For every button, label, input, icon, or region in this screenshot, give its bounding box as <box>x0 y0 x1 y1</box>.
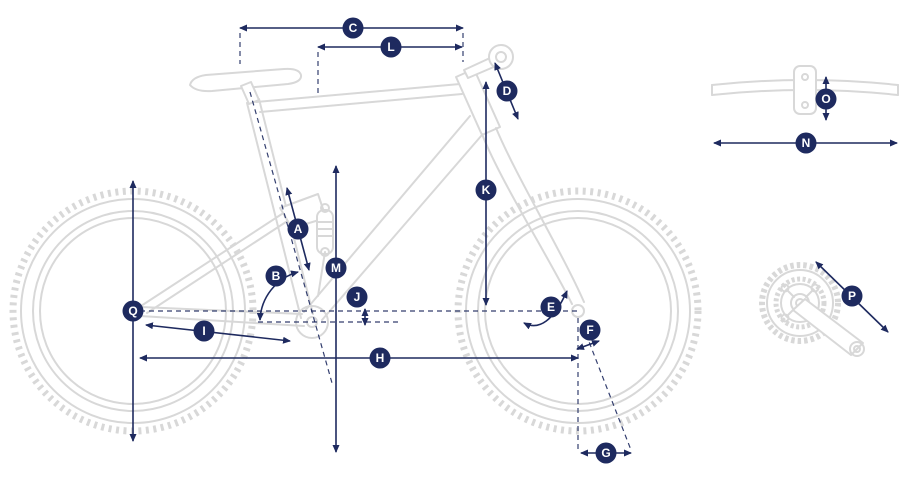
fork <box>481 127 585 305</box>
fork-blade-front-edge <box>495 127 585 303</box>
label-D: D <box>503 84 512 98</box>
measure-D: D <box>494 62 519 120</box>
down-tube-lower-edge <box>321 127 489 321</box>
label-N: N <box>802 136 811 150</box>
label-P: P <box>848 289 856 303</box>
measure-N: N <box>713 132 898 154</box>
spider-arms <box>787 290 813 316</box>
crankset-detail-view <box>759 262 865 357</box>
label-B-badge <box>265 265 287 287</box>
label-O: O <box>821 92 830 106</box>
shock-upper-mount <box>320 203 330 213</box>
chainring-bolt-sw <box>780 313 790 323</box>
stem-bolt-bottom <box>801 101 809 109</box>
label-C-badge <box>342 17 364 39</box>
label-B: B <box>272 269 281 283</box>
measure-M: M <box>325 165 347 453</box>
label-H: H <box>376 351 385 365</box>
label-L-badge <box>380 36 402 58</box>
label-E: E <box>547 300 555 314</box>
measure-F-arrow <box>576 340 600 350</box>
label-A: A <box>294 222 303 236</box>
measure-G: G <box>580 442 632 464</box>
steering-axis-ground-line <box>585 333 632 451</box>
fork-blade-rear-edge <box>481 133 573 305</box>
measure-I-arrow <box>145 322 291 344</box>
measure-K: K <box>475 81 497 306</box>
handlebar-top-view <box>711 65 899 115</box>
measurements: C L D K A B M <box>122 17 898 464</box>
label-C: C <box>349 21 358 35</box>
chainring-bolt-nw <box>780 283 790 293</box>
label-K: K <box>482 183 491 197</box>
label-J: J <box>354 290 361 304</box>
label-G: G <box>601 446 610 460</box>
label-Q-badge <box>122 300 144 322</box>
label-L: L <box>387 40 394 54</box>
seatstay-upper <box>140 209 289 307</box>
measure-O: O <box>815 76 837 121</box>
label-K-badge <box>475 179 497 201</box>
measure-B-arc <box>256 270 299 321</box>
stem-bolt-top <box>801 73 809 81</box>
measure-C: C <box>239 17 464 39</box>
label-I-badge <box>193 320 215 342</box>
measure-J: J <box>346 286 369 326</box>
measure-H: H <box>139 347 579 369</box>
front-tire-inner <box>465 198 691 424</box>
label-E-badge <box>540 296 562 318</box>
grip-end <box>488 44 514 70</box>
shock-coils <box>316 221 334 237</box>
label-Q: Q <box>128 304 137 318</box>
pedal-boss <box>849 341 865 357</box>
measure-E-arc <box>523 290 568 330</box>
label-F: F <box>586 323 593 337</box>
handlebar-end-caps <box>711 84 899 96</box>
seatstay-lower <box>146 215 296 314</box>
measure-B: B <box>256 265 299 321</box>
rear-suspension <box>279 193 334 297</box>
label-J-badge <box>346 286 368 308</box>
label-M-badge <box>325 257 347 279</box>
top-tube-lower-edge <box>259 93 463 113</box>
label-A-badge <box>287 218 309 240</box>
label-G-badge <box>595 442 617 464</box>
label-H-badge <box>369 347 391 369</box>
chainstay-lower <box>139 315 305 327</box>
measure-A: A <box>285 187 311 271</box>
bike-side-view <box>9 44 702 435</box>
pedal-axle <box>853 345 861 353</box>
stem-clamp <box>793 65 817 115</box>
measure-L: L <box>317 36 463 58</box>
label-M: M <box>331 261 341 275</box>
measure-F: F <box>576 319 601 350</box>
label-D-badge <box>496 80 518 102</box>
measure-E: E <box>523 290 568 330</box>
saddle <box>189 67 303 93</box>
label-I: I <box>202 324 205 338</box>
shock-lower-link <box>317 251 326 297</box>
grip-end-inner <box>495 51 507 63</box>
measure-P: P <box>815 261 889 333</box>
label-O-badge <box>815 88 837 110</box>
reference-lines <box>140 33 632 451</box>
measure-I: I <box>145 320 291 344</box>
top-tube-upper-edge <box>255 83 461 103</box>
label-N-badge <box>795 132 817 154</box>
down-tube-upper-edge <box>303 115 471 313</box>
label-P-badge <box>841 285 863 307</box>
measure-Q: Q <box>122 180 144 442</box>
label-F-badge <box>579 319 601 341</box>
